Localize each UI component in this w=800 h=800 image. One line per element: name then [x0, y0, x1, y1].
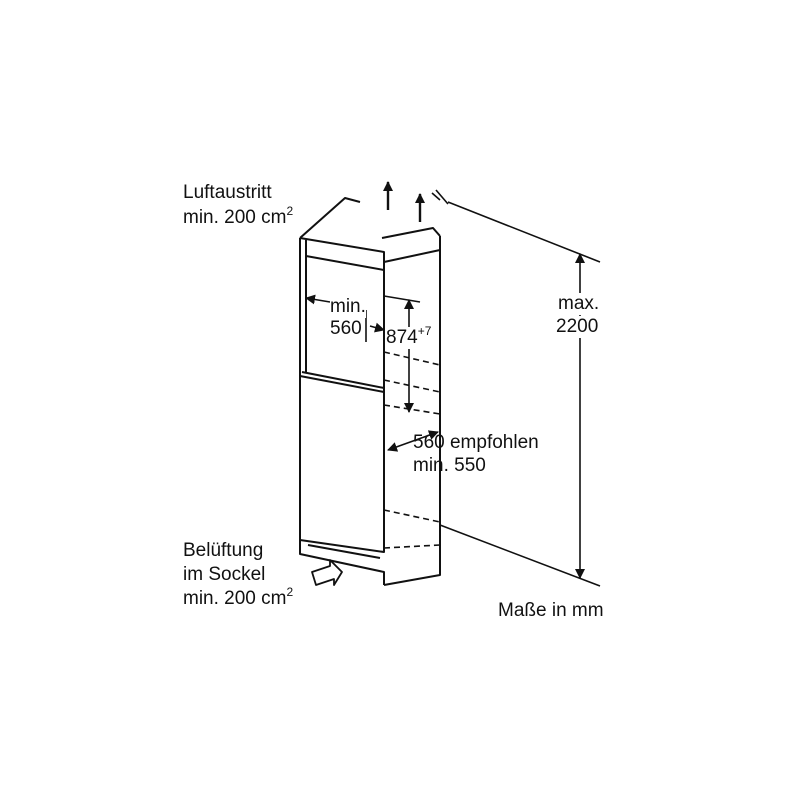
air-outlet-min: min. 200 cm2: [183, 204, 294, 229]
niche-inner-top: [305, 255, 385, 271]
base-vent-min-value: min. 200 cm: [183, 588, 287, 609]
cabinet-top-right-edge: [381, 227, 441, 239]
depth-label-2: min. 550: [413, 455, 486, 476]
base-vent-label-2: im Sockel: [183, 564, 266, 585]
niche-width-arrow-right: [369, 322, 385, 333]
niche-width-label-2: 560: [330, 318, 362, 340]
air-outlet-title: Luftaustritt: [183, 182, 272, 203]
appliance-door: [299, 375, 385, 553]
base-vent-exponent: 2: [286, 585, 294, 599]
cabinet-back-edge: [383, 236, 441, 586]
air-outlet-exponent: 2: [286, 204, 294, 218]
device-height-tolerance: +7: [417, 324, 432, 338]
plinth-gap: [307, 544, 381, 559]
base-vent-label-3: min. 200 cm2: [183, 585, 294, 610]
air-outlet-min-value: min. 200 cm: [183, 207, 287, 228]
device-height-top-ref: [383, 295, 421, 303]
device-height-value: 874: [386, 327, 418, 348]
max-height-top-leader: [447, 201, 601, 263]
door-top-edge: [301, 371, 385, 389]
height-top-marker: [431, 189, 449, 205]
base-vent-arrow: [311, 559, 343, 586]
cabinet-top-left-edge: [299, 197, 361, 239]
niche-width-arrow-left: [305, 294, 331, 305]
device-height-label: 874+7: [386, 324, 432, 349]
appliance-dashed-outline: [383, 351, 441, 549]
base-vent-label-1: Belüftung: [183, 540, 264, 561]
cabinet-top-inner-edge: [383, 245, 441, 263]
max-height-label-2: 2200: [556, 316, 599, 338]
depth-label-1: 560 empfohlen: [413, 432, 539, 453]
plinth-front: [299, 540, 385, 585]
max-height-label-1: max.: [558, 293, 600, 315]
max-height-bottom-leader: [439, 524, 601, 587]
depth-dimension: [387, 430, 439, 452]
niche-width-label-1: min.: [330, 296, 366, 318]
cabinet-top-front-edge: [299, 237, 385, 262]
units-note: Maße in mm: [498, 600, 604, 621]
